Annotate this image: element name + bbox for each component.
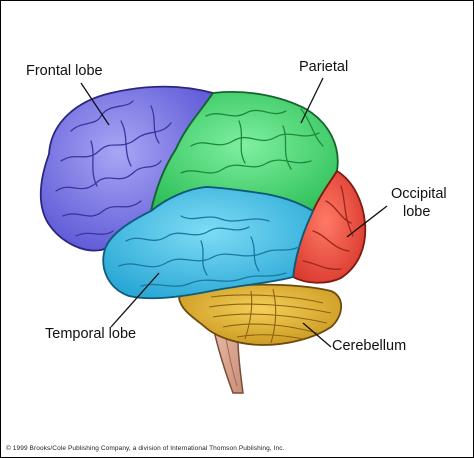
- temporal-lobe-label: Temporal lobe: [45, 326, 137, 342]
- cerebellum-label: Cerebellum: [332, 338, 407, 354]
- parietal-pointer: [300, 77, 324, 124]
- copyright-notice: © 1999 Brooks/Cole Publishing Company, a…: [6, 445, 285, 452]
- occipital-label-line1: Occipital: [391, 186, 447, 202]
- frontal-lobe-label: Frontal lobe: [26, 63, 103, 79]
- occipital-label-line2: lobe: [403, 204, 431, 220]
- frontal-lobe-pointer: [80, 82, 110, 126]
- occipital-lobe-region: [292, 169, 367, 284]
- cerebellum-pointer: [302, 322, 332, 348]
- parietal-label: Parietal: [299, 59, 349, 75]
- occipital-pointer: [346, 205, 388, 238]
- cerebellum-region: [178, 283, 343, 346]
- temporal-lobe-pointer: [110, 272, 160, 328]
- temporal-lobe-region: [102, 186, 315, 300]
